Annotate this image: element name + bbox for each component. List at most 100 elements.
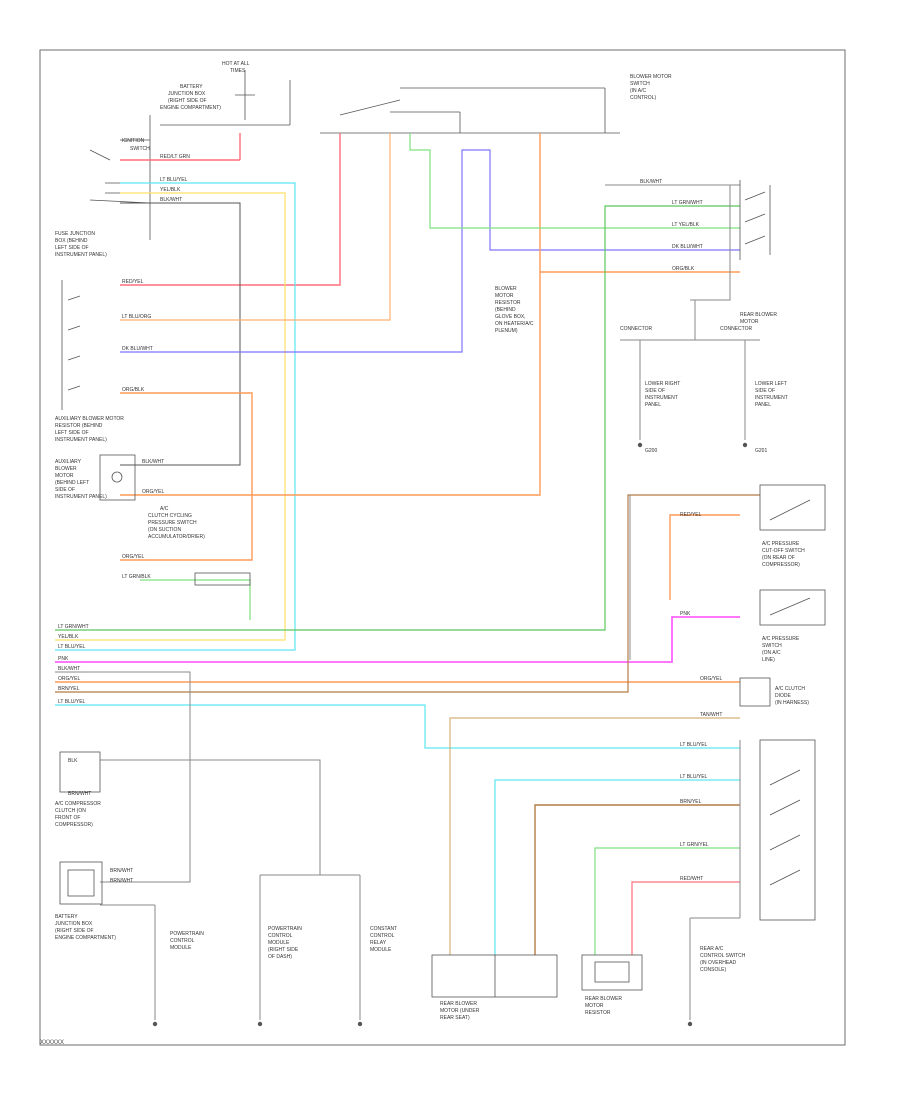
svg-text:LOWER RIGHT: LOWER RIGHT bbox=[645, 381, 680, 387]
diagram-code: XXXXXX bbox=[40, 1040, 65, 1046]
svg-text:RELAY: RELAY bbox=[370, 940, 387, 946]
svg-text:LINE): LINE) bbox=[762, 657, 775, 663]
wire-labels: RED/LT GRN LT BLU/YEL YEL/BLK BLK/WHT RE… bbox=[58, 154, 722, 884]
svg-text:SWITCH: SWITCH bbox=[630, 81, 650, 87]
svg-text:COMPRESSOR): COMPRESSOR) bbox=[762, 562, 800, 568]
rear-control-switch-box bbox=[759, 739, 816, 921]
wire-orange-bottom bbox=[55, 514, 740, 683]
svg-text:ORG/YEL: ORG/YEL bbox=[700, 676, 722, 682]
wire-blue bbox=[120, 149, 740, 353]
svg-text:(IN HARNESS): (IN HARNESS) bbox=[775, 700, 809, 706]
svg-text:ACCUMULATOR/DRIER): ACCUMULATOR/DRIER) bbox=[148, 534, 205, 540]
blower-motor-switch bbox=[739, 180, 771, 260]
svg-text:BRN/WHT: BRN/WHT bbox=[68, 791, 91, 797]
svg-text:RED/YEL: RED/YEL bbox=[122, 279, 144, 285]
svg-text:MODULE: MODULE bbox=[170, 945, 192, 951]
svg-text:BRN/WHT: BRN/WHT bbox=[110, 878, 133, 884]
svg-text:CONSTANT: CONSTANT bbox=[370, 926, 397, 932]
svg-text:SIDE OF: SIDE OF bbox=[755, 388, 775, 394]
svg-text:INSTRUMENT: INSTRUMENT bbox=[755, 395, 788, 401]
ground-symbols bbox=[152, 442, 748, 1027]
svg-text:LT BLU/YEL: LT BLU/YEL bbox=[58, 699, 86, 705]
ignition-switch-text: HOT AT ALL TIMES BATTERY JUNCTION BOX (R… bbox=[55, 61, 250, 258]
svg-text:BOX (BEHIND: BOX (BEHIND bbox=[55, 238, 88, 244]
svg-text:REAR SEAT): REAR SEAT) bbox=[440, 1015, 470, 1021]
svg-text:RED/YEL: RED/YEL bbox=[680, 512, 702, 518]
svg-text:A/C COMPRESSOR: A/C COMPRESSOR bbox=[55, 801, 101, 807]
svg-text:MOTOR (UNDER: MOTOR (UNDER bbox=[440, 1008, 480, 1014]
wire-brown-bottom bbox=[55, 494, 760, 693]
svg-text:CONNECTOR: CONNECTOR bbox=[620, 326, 653, 332]
svg-text:FRONT OF: FRONT OF bbox=[55, 815, 80, 821]
svg-text:BLOWER MOTOR: BLOWER MOTOR bbox=[630, 74, 672, 80]
svg-text:ORG/YEL: ORG/YEL bbox=[142, 489, 164, 495]
svg-text:(BEHIND LEFT: (BEHIND LEFT bbox=[55, 480, 89, 486]
wire-lightblue-bottom bbox=[55, 704, 740, 749]
svg-text:LT GRN/WHT: LT GRN/WHT bbox=[672, 200, 703, 206]
svg-text:A/C PRESSURE: A/C PRESSURE bbox=[762, 541, 800, 547]
svg-text:SIDE OF: SIDE OF bbox=[645, 388, 665, 394]
svg-text:JUNCTION BOX: JUNCTION BOX bbox=[168, 91, 206, 97]
svg-text:BRN/YEL: BRN/YEL bbox=[58, 686, 80, 692]
svg-text:AUXILIARY BLOWER MOTOR: AUXILIARY BLOWER MOTOR bbox=[55, 416, 124, 422]
top-bus-bar bbox=[320, 87, 620, 134]
svg-text:SWITCH: SWITCH bbox=[130, 146, 150, 152]
svg-text:DK BLU/WHT: DK BLU/WHT bbox=[672, 244, 703, 250]
svg-text:REAR BLOWER: REAR BLOWER bbox=[740, 312, 777, 318]
svg-text:AUXILIARY: AUXILIARY bbox=[55, 459, 82, 465]
diagram-frame bbox=[39, 49, 846, 1046]
svg-text:CONTROL: CONTROL bbox=[370, 933, 395, 939]
svg-text:INSTRUMENT: INSTRUMENT bbox=[645, 395, 678, 401]
svg-text:LT BLU/YEL: LT BLU/YEL bbox=[680, 742, 708, 748]
svg-text:LT GRN/BLK: LT GRN/BLK bbox=[122, 574, 151, 580]
svg-text:ORG/BLK: ORG/BLK bbox=[122, 387, 145, 393]
wire-red-top bbox=[120, 133, 341, 286]
svg-text:RESISTOR: RESISTOR bbox=[495, 300, 521, 306]
svg-text:RED/WHT: RED/WHT bbox=[680, 876, 703, 882]
svg-text:MOTOR: MOTOR bbox=[740, 319, 759, 325]
svg-text:BLK: BLK bbox=[68, 758, 78, 764]
svg-text:(RIGHT SIDE OF: (RIGHT SIDE OF bbox=[55, 928, 94, 934]
wire-tan bbox=[449, 717, 740, 955]
svg-text:A/C CLUTCH: A/C CLUTCH bbox=[775, 686, 805, 692]
svg-text:LT GRN/YEL: LT GRN/YEL bbox=[680, 842, 709, 848]
component-labels: AUXILIARY BLOWER MOTOR RESISTOR (BEHIND … bbox=[55, 286, 809, 1021]
svg-text:REAR BLOWER: REAR BLOWER bbox=[585, 996, 622, 1002]
svg-text:CUT-OFF SWITCH: CUT-OFF SWITCH bbox=[762, 548, 805, 554]
cycling-switch-box bbox=[194, 572, 771, 707]
svg-text:(BEHIND: (BEHIND bbox=[495, 307, 516, 313]
svg-text:CONTROL): CONTROL) bbox=[630, 95, 656, 101]
svg-text:FUSE JUNCTION: FUSE JUNCTION bbox=[55, 231, 95, 237]
svg-text:ORG/BLK: ORG/BLK bbox=[672, 266, 695, 272]
wire-red-rear bbox=[631, 881, 740, 955]
wire-green-long bbox=[55, 205, 740, 631]
svg-text:(ON A/C: (ON A/C bbox=[762, 650, 781, 656]
compressor-clutch-box bbox=[59, 751, 103, 905]
svg-text:(ON REAR OF: (ON REAR OF bbox=[762, 555, 795, 561]
svg-text:PLENUM): PLENUM) bbox=[495, 328, 518, 334]
svg-text:LEFT SIDE OF: LEFT SIDE OF bbox=[55, 245, 89, 251]
wire-orange-blower bbox=[120, 133, 740, 561]
wire-pink bbox=[55, 616, 740, 663]
wire-black-misc bbox=[55, 184, 760, 1020]
svg-text:A/C PRESSURE: A/C PRESSURE bbox=[762, 636, 800, 642]
svg-text:GLOVE BOX,: GLOVE BOX, bbox=[495, 314, 526, 320]
svg-text:PNK: PNK bbox=[58, 656, 69, 662]
svg-text:ENGINE COMPARTMENT): ENGINE COMPARTMENT) bbox=[160, 105, 221, 111]
svg-text:CONNECTOR: CONNECTOR bbox=[720, 326, 753, 332]
svg-text:MOTOR: MOTOR bbox=[585, 1003, 604, 1009]
svg-text:(IN A/C: (IN A/C bbox=[630, 88, 647, 94]
svg-text:LT GRN/WHT: LT GRN/WHT bbox=[58, 624, 89, 630]
svg-text:HOT AT ALL: HOT AT ALL bbox=[222, 61, 250, 67]
wire-lightblue-long bbox=[55, 182, 296, 651]
svg-text:CONSOLE): CONSOLE) bbox=[700, 967, 726, 973]
svg-text:YEL/BLK: YEL/BLK bbox=[58, 634, 79, 640]
svg-text:REAR BLOWER: REAR BLOWER bbox=[440, 1001, 477, 1007]
ac-pressure-switch-box bbox=[759, 484, 826, 626]
aux-blower-resistor bbox=[61, 280, 81, 410]
svg-text:CLUTCH (ON: CLUTCH (ON bbox=[55, 808, 86, 814]
svg-text:RESISTOR (BEHIND: RESISTOR (BEHIND bbox=[55, 423, 103, 429]
svg-text:MODULE: MODULE bbox=[268, 940, 290, 946]
svg-text:RESISTOR: RESISTOR bbox=[585, 1010, 611, 1016]
